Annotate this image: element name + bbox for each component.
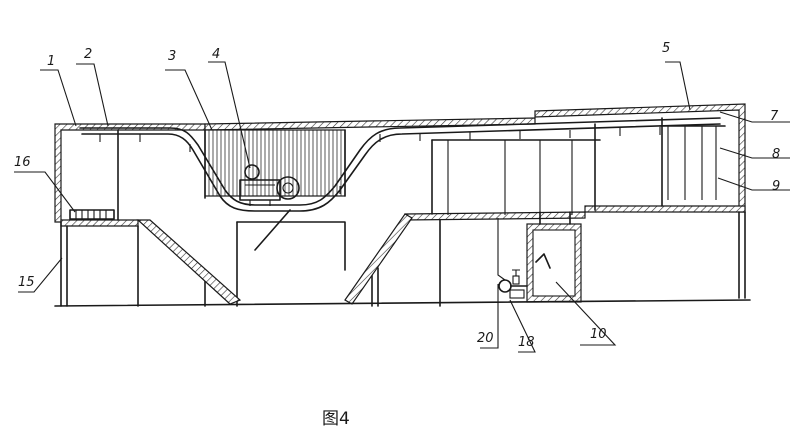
label-part-2: 2 — [84, 47, 92, 62]
label-part-5: 5 — [662, 41, 670, 56]
shelf-unit — [69, 209, 115, 220]
lower-box — [236, 209, 346, 271]
label-part-1: 1 — [47, 54, 55, 69]
workpieces — [431, 125, 726, 215]
label-part-10: 10 — [590, 327, 607, 342]
ground-line — [54, 299, 751, 307]
cabinet — [526, 211, 582, 303]
label-part-16: 16 — [14, 155, 31, 170]
part-labels: 1 2 3 4 5 7 8 9 10 15 16 18 20 — [14, 41, 780, 350]
dip-tank-zone — [204, 129, 346, 199]
label-part-4: 4 — [212, 47, 220, 62]
conveyor-track — [79, 117, 721, 212]
label-part-8: 8 — [772, 147, 780, 162]
building-shell — [54, 103, 746, 227]
figure-caption: 图4 — [322, 409, 350, 429]
label-part-18: 18 — [518, 335, 535, 350]
drive-machine — [239, 164, 300, 206]
label-part-3: 3 — [168, 49, 176, 64]
pump-assembly — [497, 218, 528, 299]
label-part-20: 20 — [477, 331, 494, 346]
label-part-9: 9 — [772, 179, 780, 194]
label-part-7: 7 — [770, 109, 779, 124]
hangers — [99, 127, 661, 194]
label-part-15: 15 — [18, 275, 35, 290]
leader-lines — [14, 61, 790, 353]
